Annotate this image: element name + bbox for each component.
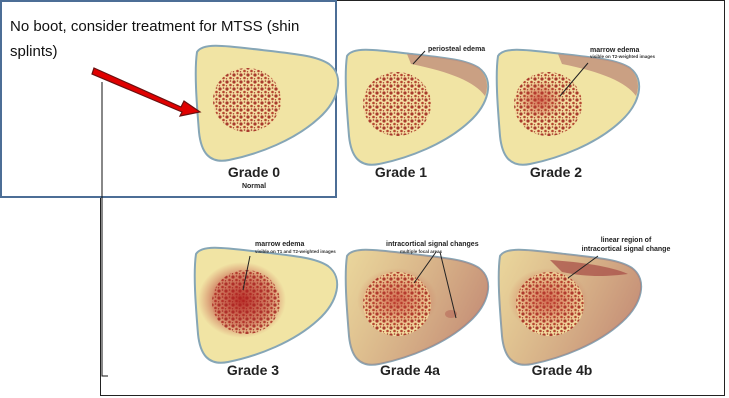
- grade-sublabel-0: Normal: [242, 183, 266, 190]
- annotation-sub-grade-2: visible on T2-weighted images: [590, 54, 656, 59]
- grade-label-3: Grade 3: [227, 362, 279, 378]
- grade-label-4b: Grade 4b: [532, 362, 593, 378]
- bone-grade-3: [195, 248, 337, 363]
- annotation-sub-grade-4a: multiple focal areas: [400, 249, 443, 254]
- grade-label-4a: Grade 4a: [380, 362, 440, 378]
- grade-label-1: Grade 1: [375, 164, 427, 180]
- annotation-sub-grade-3: visible on T1 and T2-weighted images: [255, 249, 336, 254]
- annotation-grade-4b-line1: linear region of: [601, 237, 652, 244]
- bone-grade-2: [497, 50, 639, 165]
- annotation-grade-2: marrow edema: [590, 47, 640, 54]
- bone-grade-1: [346, 50, 488, 165]
- annotation-grade-4a: intracortical signal changes: [386, 241, 479, 248]
- annotation-grade-3: marrow edema: [255, 241, 305, 248]
- annotation-grade-1: periosteal edema: [428, 46, 485, 53]
- grade-label-0: Grade 0: [228, 164, 280, 180]
- bone-grade-4b: [499, 250, 641, 365]
- bone-grade-4a: [346, 250, 488, 365]
- grade-label-2: Grade 2: [530, 164, 582, 180]
- annotation-grade-4b-line2: intracortical signal change: [582, 246, 671, 253]
